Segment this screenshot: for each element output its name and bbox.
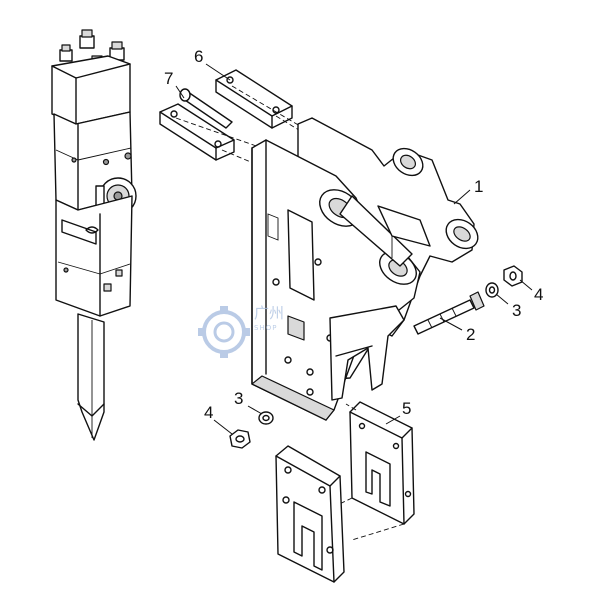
- callout-3-left: 3: [234, 389, 243, 408]
- part-2-pin-bolt: [413, 291, 485, 335]
- part-7-strap-plate: [159, 88, 235, 161]
- part-1-bracket-frame: [251, 117, 479, 421]
- callout-7: 7: [164, 69, 173, 88]
- callout-6: 6: [194, 47, 203, 66]
- part-3-washer-right: [485, 282, 499, 298]
- watermark-sub: SHOP: [254, 324, 277, 332]
- part-5-side-plate-back: [349, 401, 415, 525]
- watermark-text: 广州: [254, 304, 284, 322]
- part-4-nut-left: [229, 429, 251, 449]
- callout-3-right: 3: [512, 301, 521, 320]
- part-3-washer-left: [258, 411, 274, 425]
- callout-5: 5: [402, 399, 411, 418]
- callout-2: 2: [466, 325, 475, 344]
- callout-4-left: 4: [204, 403, 213, 422]
- watermark-logo: [198, 306, 250, 358]
- part-4-nut-right: [503, 265, 523, 287]
- callout-4-right: 4: [534, 285, 543, 304]
- part-5-side-plate-front: [275, 445, 345, 583]
- chisel-tool: [77, 313, 105, 441]
- callout-1: 1: [474, 177, 483, 196]
- hydraulic-breaker: [51, 29, 137, 441]
